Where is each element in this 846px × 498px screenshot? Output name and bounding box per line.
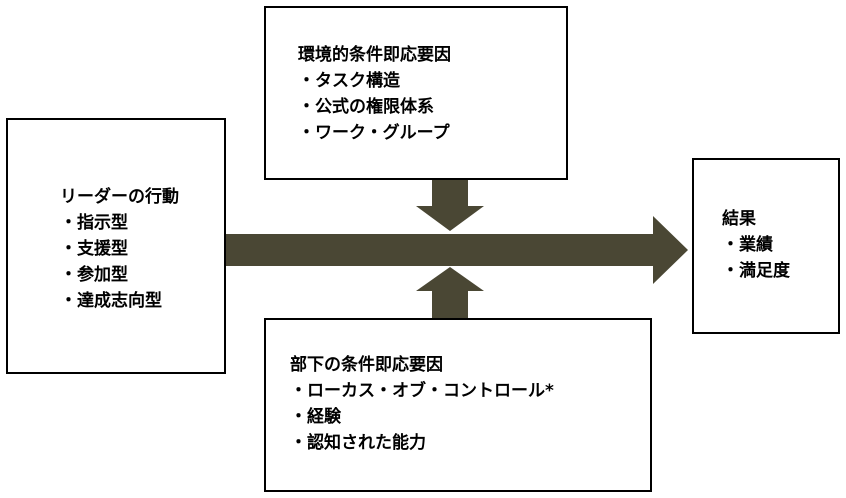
leader-behavior-item: ・指示型 [60, 213, 128, 233]
environmental-factors-title: 環境的条件即応要因 [298, 45, 451, 65]
result-item: ・業績 [722, 235, 773, 255]
subordinate-factor-item: ・認知された能力 [290, 433, 426, 453]
leader-behavior-item: ・達成志向型 [60, 291, 162, 311]
leader-behavior-item: ・参加型 [60, 265, 128, 285]
down-arrow [416, 180, 484, 231]
results-title: 結果 [722, 209, 756, 229]
up-arrow [416, 267, 484, 318]
subordinate-factor-item: ・経験 [290, 407, 341, 427]
environmental-factors-box: 環境的条件即応要因 ・タスク構造 ・公式の権限体系 ・ワーク・グループ [264, 6, 568, 180]
result-item: ・満足度 [722, 261, 790, 281]
main-arrow [226, 216, 688, 284]
environmental-factor-item: ・ワーク・グループ [298, 123, 450, 143]
leader-behavior-title: リーダーの行動 [60, 187, 179, 207]
subordinate-factors-title: 部下の条件即応要因 [290, 355, 443, 375]
leader-behavior-item: ・支援型 [60, 239, 128, 259]
leader-behavior-box: リーダーの行動 ・指示型 ・支援型 ・参加型 ・達成志向型 [6, 118, 226, 374]
environmental-factor-item: ・公式の権限体系 [298, 97, 434, 117]
subordinate-factor-item: ・ローカス・オブ・コントロール* [290, 381, 554, 401]
subordinate-factors-box: 部下の条件即応要因 ・ローカス・オブ・コントロール* ・経験 ・認知された能力 [264, 318, 652, 492]
results-box: 結果 ・業績 ・満足度 [692, 158, 840, 334]
environmental-factor-item: ・タスク構造 [298, 71, 400, 91]
